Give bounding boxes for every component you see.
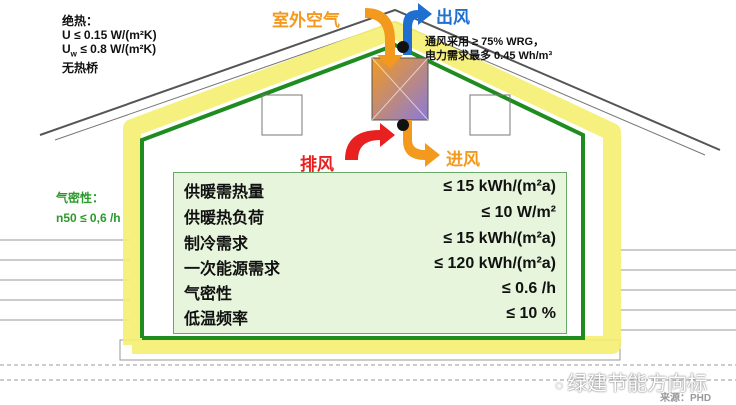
table-row: 气密性 ≤ 0.6 /h (184, 280, 556, 305)
row-value: ≤ 10 % (506, 305, 556, 322)
row-value: ≤ 120 kWh/(m²a) (434, 255, 556, 272)
insulation-band (123, 21, 621, 354)
row-label: 一次能源需求 (184, 261, 281, 278)
row-value: ≤ 0.6 /h (501, 280, 556, 297)
outflow-label: 出风 (436, 8, 470, 27)
uw-value: Uw ≤ 0.8 W/(m²K) (62, 42, 157, 61)
thermal-bridge: 无热桥 (62, 61, 99, 76)
table-row: 制冷需求 ≤ 15 kWh/(m²a) (184, 230, 556, 255)
outflow-arrow-icon (403, 3, 432, 55)
supply-label: 进风 (446, 150, 480, 169)
row-label: 低温频率 (184, 311, 249, 328)
row-value: ≤ 10 W/m² (481, 204, 556, 221)
row-value: ≤ 15 kWh/(m²a) (443, 230, 556, 247)
exhaust-label: 排风 (300, 155, 334, 174)
uw-symbol: U (62, 42, 71, 56)
wechat-icon: ◌ (555, 377, 568, 393)
airtight-title: 气密性： (56, 191, 105, 205)
airtightness-note: 气密性： n50 ≤ 0,6 /h (56, 188, 121, 228)
row-label: 制冷需求 (184, 236, 249, 253)
airtight-envelope (140, 42, 585, 340)
watermark: ◌ 绿建节能方向标 (555, 367, 707, 396)
u-value: U ≤ 0.15 W/(m²K) (62, 28, 157, 42)
source-label: 来源：PHD (660, 393, 712, 404)
background-lines (0, 239, 736, 381)
exhaust-arrow-icon (345, 123, 395, 160)
airtight-value: n50 ≤ 0,6 /h (56, 211, 121, 225)
row-label: 供暖需热量 (184, 184, 265, 201)
outdoor-air-label: 室外空气 (272, 11, 340, 30)
ventilation-note: 通风采用 ≥ 75% WRG， 电力需求最多 0.45 Wh/m³ (425, 35, 552, 63)
ventilation-line1: 通风采用 ≥ 75% WRG， (425, 36, 545, 48)
table-row: 低温频率 ≤ 10 % (184, 305, 556, 330)
insulation-title: 绝热： (62, 14, 99, 28)
uw-subscript: w (70, 49, 77, 59)
ventilation-line2: 电力需求最多 0.45 Wh/m³ (425, 50, 553, 62)
table-row: 供暖需热量 ≤ 15 kWh/(m²a) (184, 178, 556, 203)
table-row: 供暖热负荷 ≤ 10 W/m² (184, 204, 556, 229)
row-label: 气密性 (184, 286, 233, 303)
supply-arrow-icon (403, 120, 440, 167)
requirements-table: 供暖需热量 ≤ 15 kWh/(m²a) 供暖热负荷 ≤ 10 W/m² 制冷需求 ≤… (173, 172, 567, 334)
watermark-text: 绿建节能方向标 (567, 373, 708, 395)
insulation-note: 绝热： U ≤ 0.15 W/(m²K) Uw ≤ 0.8 W/(m²K) 无热… (62, 14, 157, 75)
uw-text: ≤ 0.8 W/(m²K) (76, 42, 157, 56)
table-row: 一次能源需求 ≤ 120 kWh/(m²a) (184, 255, 556, 280)
row-value: ≤ 15 kWh/(m²a) (443, 178, 556, 195)
outdoor-air-arrow-icon (365, 8, 403, 68)
row-label: 供暖热负荷 (184, 210, 265, 227)
